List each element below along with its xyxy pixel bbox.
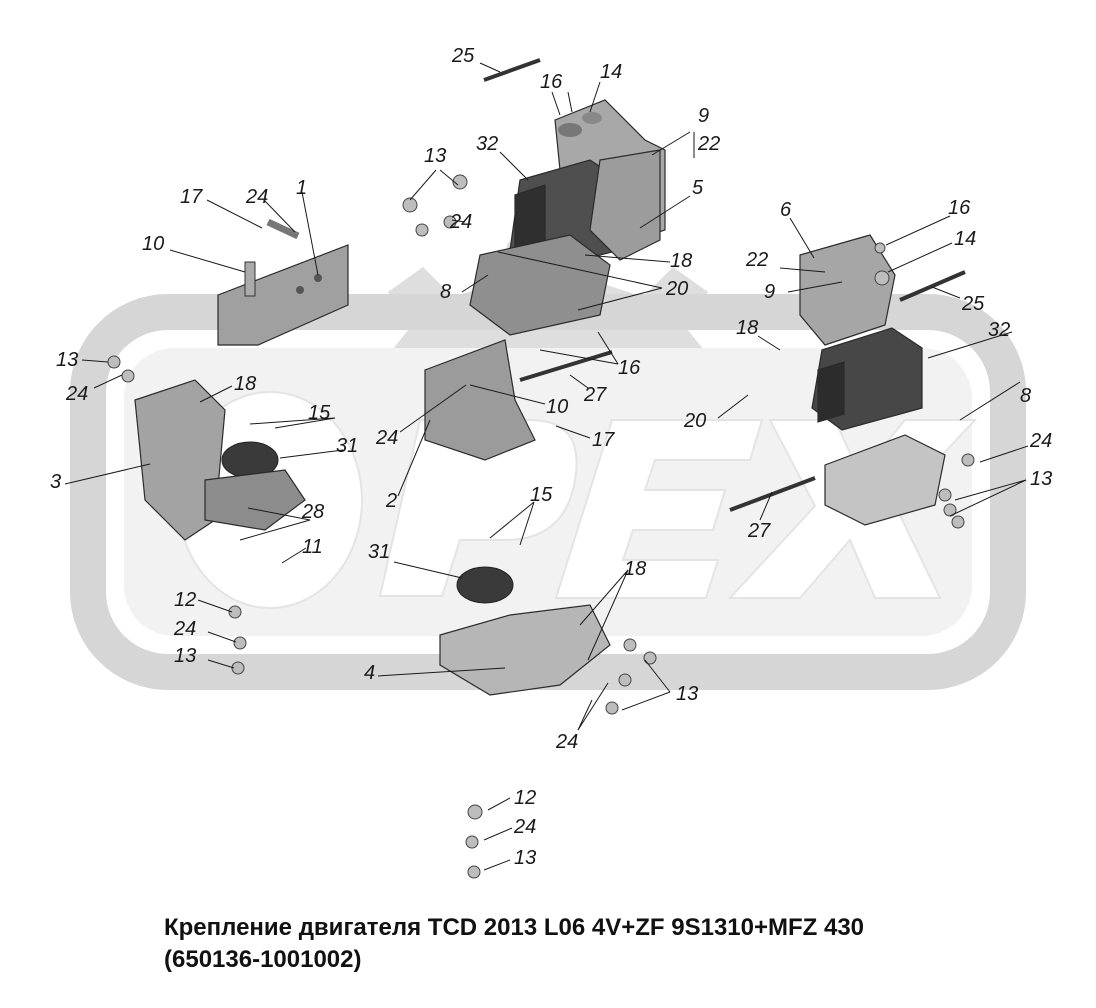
bracket-8-right xyxy=(824,434,946,526)
callout: 16 xyxy=(948,197,971,219)
watermark-letter-e xyxy=(554,419,764,599)
callout: 22 xyxy=(697,133,720,155)
callout: 13 xyxy=(514,847,536,869)
callout: 32 xyxy=(988,319,1010,341)
callout: 22 xyxy=(745,249,768,271)
caption-title: Крепление двигателя TCD 2013 L06 4V+ZF 9… xyxy=(164,914,865,941)
callout: 31 xyxy=(368,541,390,563)
callout: 13 xyxy=(174,645,196,667)
bracket-2-center xyxy=(424,339,536,461)
diagram-caption: Крепление двигателя TCD 2013 L06 4V+ZF 9… xyxy=(164,912,1064,976)
callout: 24 xyxy=(375,427,398,449)
callout: 10 xyxy=(546,396,568,418)
callout: 5 xyxy=(692,177,704,199)
callout: 12 xyxy=(514,787,536,809)
callout: 24 xyxy=(245,186,268,208)
callout: 27 xyxy=(583,384,607,406)
callout: 24 xyxy=(1029,430,1052,452)
plate-1 xyxy=(217,244,349,346)
callout: 17 xyxy=(180,186,203,208)
callout: 15 xyxy=(530,484,553,506)
fasteners xyxy=(107,174,975,879)
callout: 24 xyxy=(449,211,472,233)
callout: 18 xyxy=(624,558,646,580)
callout: 24 xyxy=(173,618,196,640)
callout: 18 xyxy=(736,317,758,339)
callout: 25 xyxy=(451,45,475,67)
callout: 20 xyxy=(665,278,688,300)
callout: 20 xyxy=(683,410,706,432)
callout: 15 xyxy=(308,402,331,424)
bracket-8-top xyxy=(469,234,611,336)
callout: 16 xyxy=(540,71,563,93)
callout-labels: 25 16 14 9 22 32 5 13 24 17 24 1 10 18 8… xyxy=(50,45,1052,869)
callout: 18 xyxy=(234,373,256,395)
callout: 1 xyxy=(296,177,307,199)
callout: 13 xyxy=(1030,468,1052,490)
callout: 13 xyxy=(56,349,78,371)
callout: 9 xyxy=(698,105,709,127)
callout: 11 xyxy=(302,536,323,558)
bracket-4-bottom xyxy=(439,604,611,696)
callout: 24 xyxy=(513,816,536,838)
rod-27-right xyxy=(729,476,816,512)
callout: 24 xyxy=(555,731,578,753)
callout: 17 xyxy=(592,429,615,451)
callout: 13 xyxy=(424,145,446,167)
leader-lines xyxy=(64,62,1029,871)
callout: 8 xyxy=(1020,385,1031,407)
rod-25-top xyxy=(483,58,541,82)
callout: 2 xyxy=(385,490,397,512)
callout: 25 xyxy=(961,293,985,315)
callout: 16 xyxy=(618,357,641,379)
rod-27-center xyxy=(519,350,613,382)
caption-part-number: (650136-1001002) xyxy=(164,946,362,973)
callout: 9 xyxy=(764,281,775,303)
callout: 6 xyxy=(780,199,792,221)
callout: 28 xyxy=(301,501,324,523)
parts xyxy=(107,58,975,879)
callout: 12 xyxy=(174,589,196,611)
callout: 4 xyxy=(364,662,375,684)
callout: 10 xyxy=(142,233,164,255)
callout: 13 xyxy=(676,683,698,705)
rubber-mount-31-center xyxy=(456,566,514,604)
callout: 3 xyxy=(50,471,61,493)
bracket-6-right xyxy=(799,234,896,346)
callout: 32 xyxy=(476,133,498,155)
watermark-letter-p xyxy=(378,419,578,597)
callout: 31 xyxy=(336,435,358,457)
rod-25-right xyxy=(899,270,966,302)
callout: 14 xyxy=(954,228,976,250)
bracket-5 xyxy=(589,149,661,261)
callout: 18 xyxy=(670,250,692,272)
callout: 14 xyxy=(600,61,622,83)
callout: 8 xyxy=(440,281,451,303)
callout: 24 xyxy=(65,383,88,405)
callout: 27 xyxy=(747,520,771,542)
